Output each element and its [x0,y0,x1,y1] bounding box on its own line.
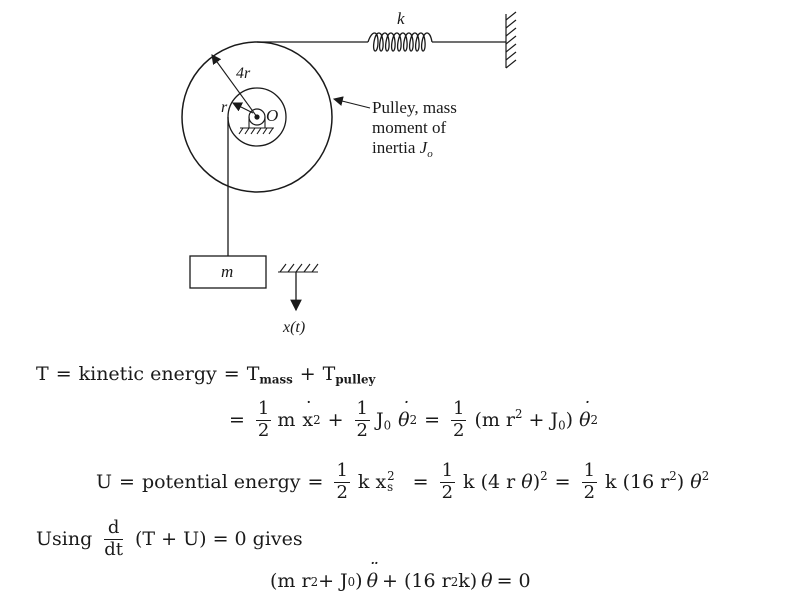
inertia-symbol: J0 [376,408,392,433]
equals-sign: = [119,470,135,493]
using-word: Using [36,527,93,550]
equals-sign: = [223,363,240,385]
pulley-callout-line1: Pulley, mass [372,98,457,117]
right-wall [505,11,517,69]
kinetic-expanded-equation: = 12 m x2 + 12 J0 θ2 = 12 (m r2 + J0) θ2 [222,398,598,441]
outer-radius-arrow [211,54,258,118]
theta-dot: θ [398,410,409,430]
pulley-callout-line3: inertia Jo [372,138,433,160]
theta-symbol: θ [481,570,493,592]
equals-sign: = [55,363,72,385]
kinetic-lhs: T [36,363,49,385]
equals-sign: = [412,470,429,493]
equals-sign: = [229,408,245,431]
mass-block [189,255,267,289]
mass-label: m [221,262,233,281]
t-pulley: Tpulley [322,363,376,387]
ground-hatch [278,263,319,273]
using-expression: (T + U) = 0 gives [135,527,303,550]
equals-sign: = [307,470,324,493]
spring [367,32,433,52]
pulley-spring-mass-figure: k 4r r O Pulley, mass moment of inertia … [181,9,517,336]
theta-double-dot: θ [367,572,378,591]
potential-label: potential energy [141,470,301,493]
plus-sign: + [299,363,316,385]
spring-16r-term: k (16 r2) θ2 [605,468,710,493]
pin-support [238,117,274,135]
t-mass: Tmass [246,363,293,387]
outer-radius-label: 4r [236,65,251,82]
theta-dot: θ [579,410,590,430]
pulley-callout-line2: moment of [372,118,446,137]
equals-sign: = [554,470,571,493]
spring-theta-term: k (4 r θ)2 [463,468,548,493]
center-label: O [266,106,278,125]
equation-of-motion: (m r2 + J0) θ + (16 r2 k) θ = 0 [270,572,531,591]
pulley-callout-leader [332,96,371,109]
inner-radius-arrow [232,102,254,114]
x-dot: x [302,410,313,430]
kinetic-energy-equation: T = kinetic energy = Tmass + Tpulley [36,363,376,387]
displacement-label: x(t) [282,319,305,336]
mass-symbol: m [277,408,296,431]
paren-group: (m r2 + J0) [474,406,574,433]
potential-lhs: U [96,470,113,493]
plus-sign: + [327,408,344,431]
kinetic-label: kinetic energy [78,363,217,385]
spring-label: k [397,9,405,28]
inner-radius-label: r [221,99,228,116]
equals-sign: = [424,408,440,431]
